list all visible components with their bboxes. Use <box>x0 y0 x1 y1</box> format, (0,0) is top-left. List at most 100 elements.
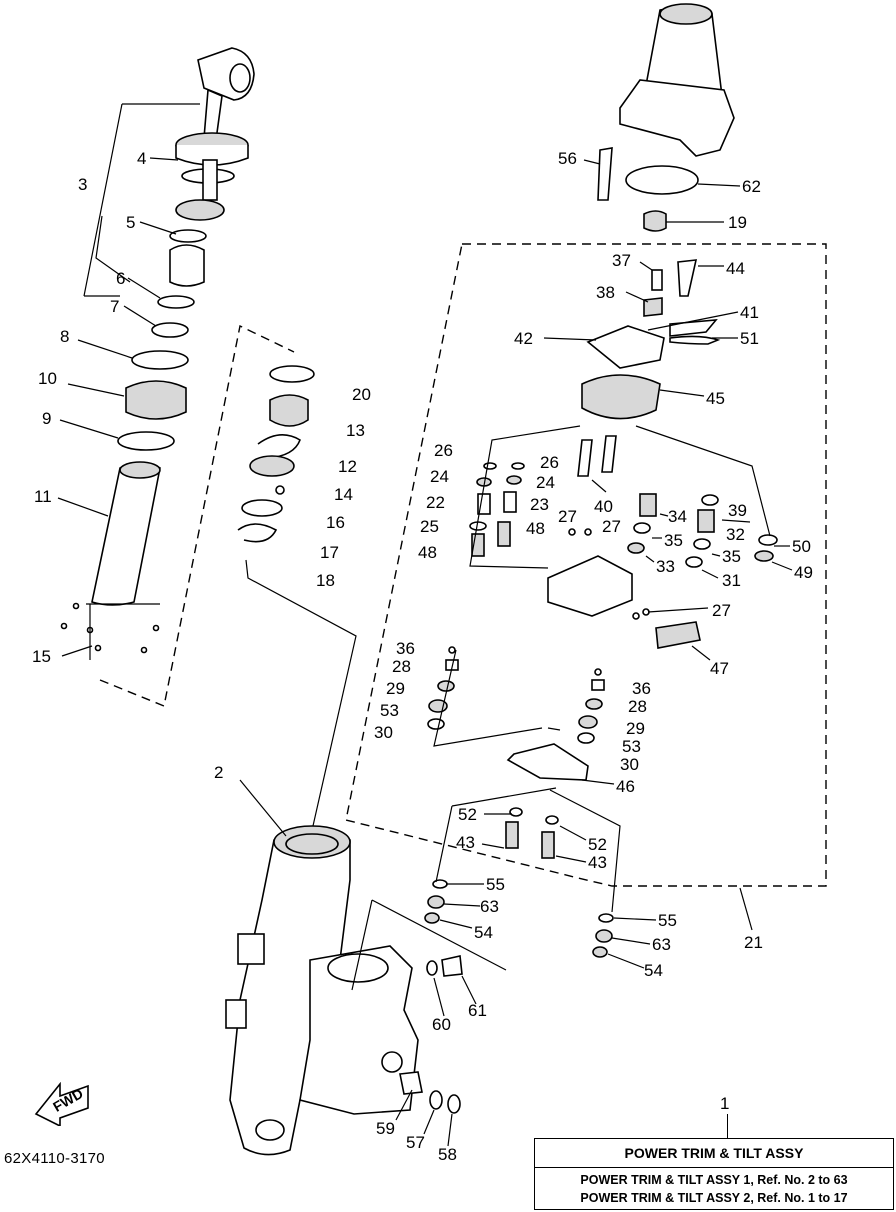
callout-46: 46 <box>616 777 635 796</box>
callout-39: 39 <box>728 501 747 520</box>
valve-parts <box>424 462 778 958</box>
callout-42: 42 <box>514 329 533 348</box>
callout-29b: 29 <box>626 719 645 738</box>
callout-54b: 54 <box>644 961 663 980</box>
callout-28a: 28 <box>392 657 411 676</box>
callout-2: 2 <box>214 763 223 782</box>
title-box-note-1: POWER TRIM & TILT ASSY 1, Ref. No. 2 to … <box>580 1173 848 1187</box>
callout-18: 18 <box>316 571 335 590</box>
callout-20: 20 <box>352 385 371 404</box>
callout-44: 44 <box>726 259 745 278</box>
callout-19: 19 <box>728 213 747 232</box>
callout-23: 23 <box>530 495 549 514</box>
callout-50: 50 <box>792 537 811 556</box>
leader-lines-right <box>395 159 793 1147</box>
title-box-title: POWER TRIM & TILT ASSY <box>535 1139 893 1168</box>
piston-parts <box>237 365 357 849</box>
drawing-number: 62X4110-3170 <box>4 1150 105 1167</box>
callout-24b: 24 <box>536 473 555 492</box>
callout-35b: 35 <box>722 547 741 566</box>
callout-15: 15 <box>32 647 51 666</box>
callout-63a: 63 <box>480 897 499 916</box>
callout-53a: 53 <box>380 701 399 720</box>
callout-55b: 55 <box>658 911 677 930</box>
callout-55a: 55 <box>486 875 505 894</box>
callout-8: 8 <box>60 327 69 346</box>
callout-11: 11 <box>34 487 52 506</box>
cylinder-tube <box>60 461 161 654</box>
tilt-rod-assembly <box>157 47 255 309</box>
callout-49: 49 <box>794 563 813 582</box>
callout-6: 6 <box>116 269 125 288</box>
callout-40: 40 <box>594 497 613 516</box>
callout-27a: 27 <box>558 507 577 526</box>
callout-3: 3 <box>78 175 87 194</box>
callout-24a: 24 <box>430 467 449 486</box>
callout-63b: 63 <box>652 935 671 954</box>
callout-52b: 52 <box>588 835 607 854</box>
callout-28b: 28 <box>628 697 647 716</box>
callout-5: 5 <box>126 213 135 232</box>
motor <box>619 3 735 232</box>
callout-25: 25 <box>420 517 439 536</box>
callout-29a: 29 <box>386 679 405 698</box>
title-ref-leader <box>727 1114 729 1138</box>
callout-43a: 43 <box>456 833 475 852</box>
callout-13: 13 <box>346 421 365 440</box>
callout-16: 16 <box>326 513 345 532</box>
title-ref-number: 1 <box>720 1094 730 1113</box>
forward-arrow-icon <box>34 1082 89 1126</box>
callout-36b: 36 <box>632 679 651 698</box>
callout-56: 56 <box>558 149 577 168</box>
body-fittings <box>239 779 507 1114</box>
callout-60: 60 <box>432 1015 451 1034</box>
callout-30b: 30 <box>620 755 639 774</box>
callout-48b: 48 <box>526 519 545 538</box>
callout-43b: 43 <box>588 853 607 872</box>
leader-lines-left <box>57 103 295 707</box>
callout-12: 12 <box>338 457 357 476</box>
callout-32: 32 <box>726 525 745 544</box>
callout-61: 61 <box>468 1001 487 1020</box>
callout-48a: 48 <box>418 543 437 562</box>
pump-assembly <box>506 147 721 781</box>
callout-26a: 26 <box>434 441 453 460</box>
callout-52a: 52 <box>458 805 477 824</box>
callout-9: 9 <box>42 409 51 428</box>
callout-7: 7 <box>110 297 119 316</box>
dashed-boundary-21 <box>345 243 827 931</box>
callout-47: 47 <box>710 659 729 678</box>
callout-21: 21 <box>744 933 763 952</box>
callout-27b: 27 <box>602 517 621 536</box>
callout-36a: 36 <box>396 639 415 658</box>
callout-10: 10 <box>38 369 57 388</box>
callout-58: 58 <box>438 1145 457 1164</box>
callout-38: 38 <box>596 283 615 302</box>
seal-rings-left <box>117 322 189 451</box>
callout-41: 41 <box>740 303 759 322</box>
title-box: POWER TRIM & TILT ASSY POWER TRIM & TILT… <box>534 1138 894 1210</box>
callout-62: 62 <box>742 177 761 196</box>
callout-26b: 26 <box>540 453 559 472</box>
callout-31: 31 <box>722 571 741 590</box>
callout-30a: 30 <box>374 723 393 742</box>
callout-57: 57 <box>406 1133 425 1152</box>
callout-4: 4 <box>137 149 146 168</box>
callout-54a: 54 <box>474 923 493 942</box>
callout-27c: 27 <box>712 601 731 620</box>
callout-17: 17 <box>320 543 339 562</box>
callout-35a: 35 <box>664 531 683 550</box>
callout-45: 45 <box>706 389 725 408</box>
pt-t-body <box>225 825 419 1156</box>
callout-labels: 2 3 4 5 6 7 8 9 10 11 12 13 14 15 16 17 … <box>32 149 813 1164</box>
callout-53b: 53 <box>622 737 641 756</box>
title-box-note-2: POWER TRIM & TILT ASSY 2, Ref. No. 1 to … <box>580 1191 848 1205</box>
callout-22: 22 <box>426 493 445 512</box>
callout-51: 51 <box>740 329 759 348</box>
callout-59: 59 <box>376 1119 395 1138</box>
callout-14: 14 <box>334 485 353 504</box>
callout-37: 37 <box>612 251 631 270</box>
callout-33: 33 <box>656 557 675 576</box>
callout-34: 34 <box>668 507 687 526</box>
